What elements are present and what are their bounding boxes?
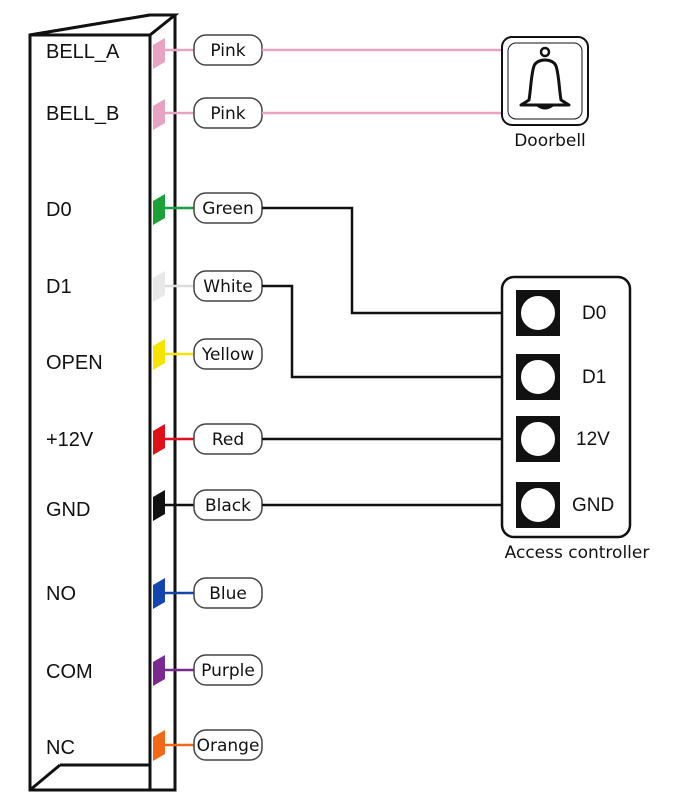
pin-tab-com	[153, 655, 165, 686]
pin-row-bell-a: BELL_A Pink	[46, 34, 263, 69]
pin-label-12v: +12V	[46, 429, 94, 451]
pin-label-bell-b: BELL_B	[46, 103, 119, 125]
terminal-label-d0: D0	[582, 303, 606, 324]
terminal-block	[28, 13, 180, 792]
wire-label-no: Blue	[209, 584, 247, 604]
pin-label-gnd: GND	[46, 499, 90, 521]
doorbell-label: Doorbell	[514, 131, 586, 151]
terminal-label-12v: 12V	[576, 429, 610, 450]
terminal-label-d1: D1	[582, 367, 606, 388]
terminal-label-gnd: GND	[572, 495, 614, 516]
wire-label-bell-a: Pink	[210, 41, 245, 61]
pin-tab-d1	[153, 271, 165, 302]
wire-label-bell-b: Pink	[210, 104, 245, 124]
pin-rows: BELL_A Pink BELL_B Pink D0 Green D1	[46, 34, 263, 761]
wires	[262, 48, 502, 507]
pin-label-nc: NC	[46, 737, 75, 759]
access-controller: D0 D1 12V GND Access controller	[500, 275, 650, 563]
wire-label-nc: Orange	[197, 736, 260, 756]
pin-label-com: COM	[46, 661, 93, 683]
pin-label-no: NO	[46, 583, 76, 605]
pin-row-gnd: GND Black	[46, 489, 263, 521]
wire-d1	[262, 284, 502, 379]
pin-tab-gnd	[153, 490, 165, 521]
pin-row-12v: +12V Red	[46, 423, 263, 455]
wire-tag-open	[193, 338, 263, 370]
pin-tab-bell-b	[153, 99, 165, 130]
wire-tag-no	[193, 577, 263, 609]
pin-tab-no	[153, 578, 165, 609]
pin-label-bell-a: BELL_A	[46, 41, 120, 63]
pin-row-com: COM Purple	[46, 654, 263, 686]
doorbell: Doorbell	[501, 36, 589, 151]
wire-label-open: Yellow	[201, 345, 254, 365]
pin-label-d0: D0	[46, 199, 72, 221]
wire-label-d0: Green	[202, 199, 253, 219]
pin-tab-open	[153, 339, 165, 370]
terminal-gnd: GND	[516, 482, 614, 528]
pin-tab-12v	[153, 424, 165, 455]
pin-row-d0: D0 Green	[46, 192, 263, 225]
wire-d0	[262, 206, 502, 315]
pin-label-d1: D1	[46, 276, 72, 298]
wire-label-d1: White	[203, 277, 252, 297]
pin-label-open: OPEN	[46, 352, 103, 374]
access-controller-label: Access controller	[505, 543, 650, 563]
wire-tag-nc	[193, 729, 263, 761]
wire-label-12v: Red	[212, 430, 244, 450]
pin-tab-bell-a	[153, 38, 165, 69]
wire-label-gnd: Black	[205, 496, 251, 516]
pin-tab-nc	[153, 730, 165, 761]
pin-tab-d0	[153, 194, 165, 225]
terminal-d0: D0	[516, 290, 606, 336]
wire-label-com: Purple	[201, 661, 255, 681]
bell-icon	[519, 46, 571, 110]
terminal-12v: 12V	[516, 416, 610, 462]
pin-row-bell-b: BELL_B Pink	[46, 97, 263, 130]
pin-row-nc: NC Orange	[46, 729, 263, 761]
pin-row-open: OPEN Yellow	[46, 338, 263, 374]
pin-row-no: NO Blue	[46, 577, 263, 609]
wire-tag-com	[193, 654, 263, 686]
terminal-d1: D1	[516, 354, 606, 400]
